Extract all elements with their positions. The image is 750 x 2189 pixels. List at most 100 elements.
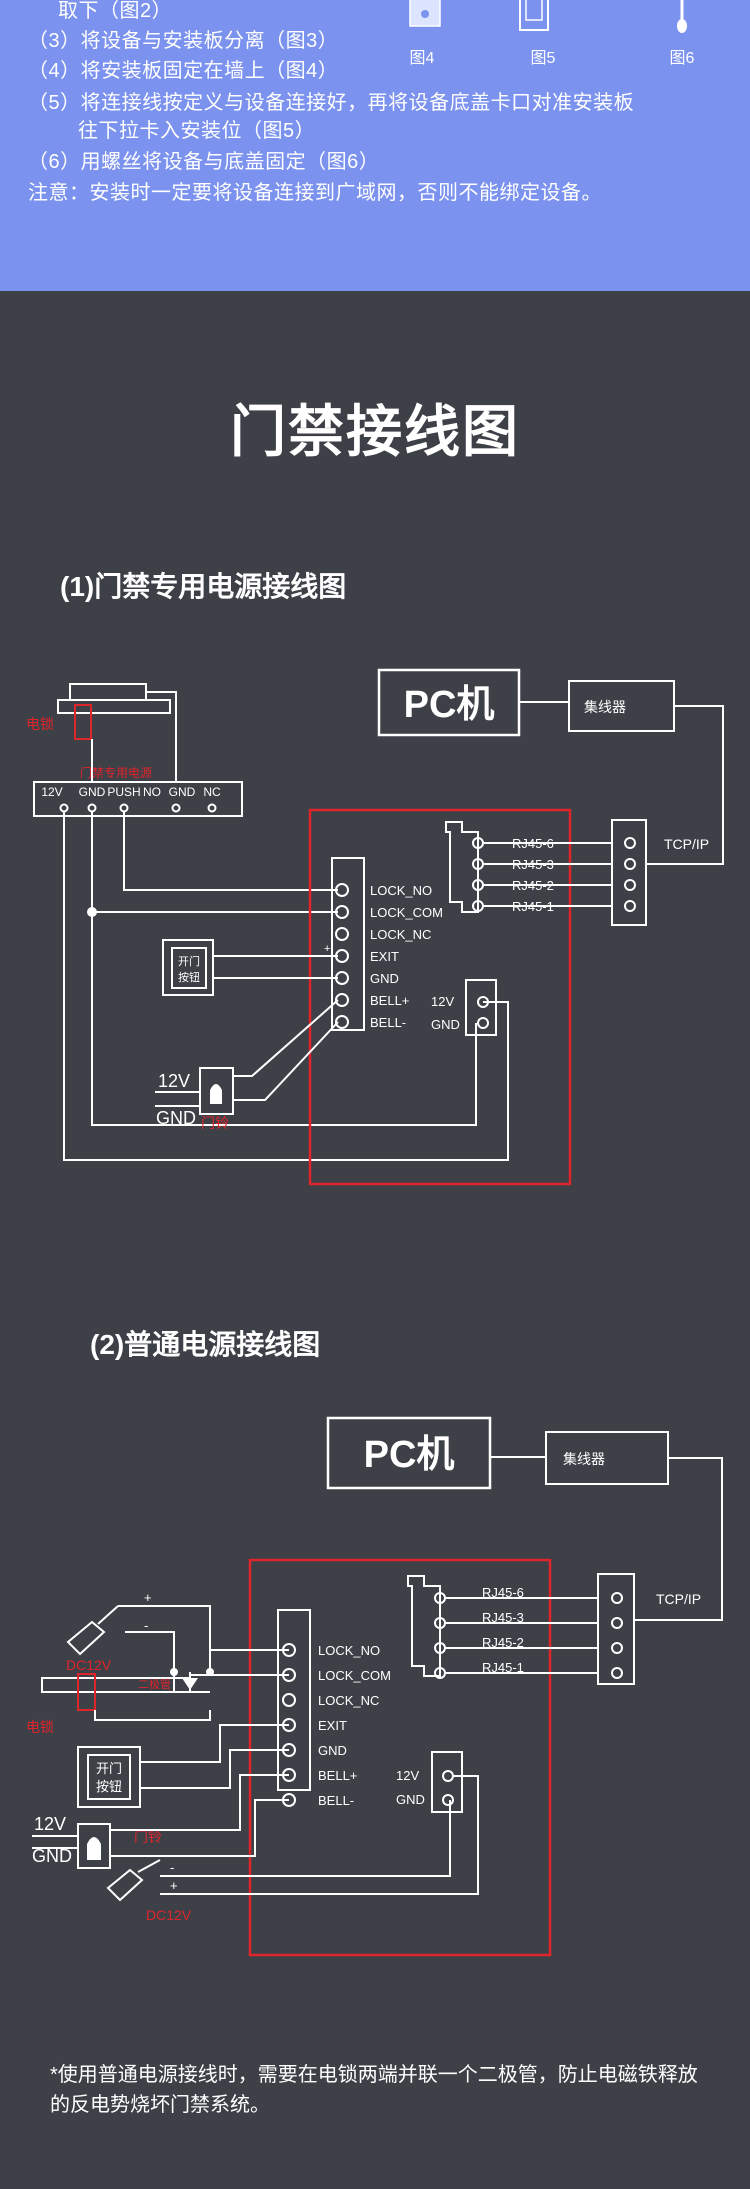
d1-psu-screws [59, 803, 217, 813]
d1-bell-box [199, 1067, 234, 1115]
d1-psu-terminal-6: NC [203, 785, 221, 799]
d1-power-in-12v: 12V [431, 994, 454, 1009]
d1-tcpip-label: TCP/IP [664, 836, 709, 852]
d2-lock-label: 电锁 [26, 1719, 54, 1735]
d1-lock-marker [74, 704, 92, 740]
fig5-plate [525, 0, 543, 21]
installation-steps-section: 取下（图2） （3）将设备与安装板分离（图3） （4）将安装板固定在墙上（图4）… [0, 0, 750, 291]
d2-tcpip-label: TCP/IP [656, 1591, 701, 1607]
d2-dc-top-minus: - [144, 1618, 148, 1633]
d1-terminal-label-2: LOCK_COM [370, 905, 443, 920]
d1-tcpip-block [611, 819, 647, 926]
d1-bell-12v: 12V [158, 1071, 190, 1091]
d1-terminal-label-6: BELL+ [370, 993, 409, 1008]
d1-lock-label: 电锁 [26, 716, 54, 732]
d1-terminal-label-5: GND [370, 971, 399, 986]
fig6-label: 图6 [669, 50, 695, 67]
d1-exit-plus: + [324, 943, 330, 955]
fig5-label: 图5 [530, 50, 556, 67]
d2-terminal-label-1: LOCK_NO [318, 1643, 380, 1658]
d2-diode-label: 二极管 [138, 1677, 171, 1691]
fig4-device [409, 0, 441, 27]
d2-dc-bottom-label: DC12V [146, 1907, 192, 1923]
d2-adapter-bottom [106, 1868, 144, 1902]
d1-psu-terminal-3: PUSH [107, 785, 140, 799]
fig6-handle [677, 19, 687, 33]
page-title: 门禁接线图 [230, 400, 520, 463]
d2-terminal-label-3: LOCK_NC [318, 1693, 379, 1708]
d1-pc-label: PC机 [404, 684, 495, 726]
d1-terminal-label-4: EXIT [370, 949, 399, 964]
d2-pc-box [326, 1416, 492, 1490]
footnote: *使用普通电源接线时，需要在电锁两端并联一个二极管，防止电磁铁释放的反电势烧坏门… [50, 2064, 698, 2116]
d2-rj45-label-1: RJ45-6 [482, 1585, 524, 1600]
install-step-4: （4）将安装板固定在墙上（图4） [28, 60, 339, 82]
install-step-2-tail: 取下（图2） [58, 0, 173, 22]
figure-thumbnails [409, 0, 687, 33]
d1-power-in-gnd: GND [431, 1017, 460, 1032]
d2-exit-button-inner [87, 1754, 131, 1800]
diagram2-title: (2)普通电源接线图 [90, 1329, 321, 1360]
d1-hub-label: 集线器 [584, 699, 626, 715]
d2-power-in-12v: 12V [396, 1768, 419, 1783]
install-note: 注意：安装时一定要将设备连接到广域网，否则不能绑定设备。 [28, 182, 602, 204]
diagram1-wiring: PC机 集线器 电锁 门禁专用电源 12V GND PUSH NO GND NC… [26, 668, 724, 1186]
fig4-screw [421, 10, 429, 18]
d1-psu-terminal-1: 12V [41, 785, 62, 799]
d2-terminal-label-7: BELL- [318, 1793, 354, 1808]
d1-terminal-label-1: LOCK_NO [370, 883, 432, 898]
d1-exit-button-text-2: 按钮 [178, 970, 200, 984]
d1-terminal-label-3: LOCK_NC [370, 927, 431, 942]
d2-dc-bottom-plus: + [170, 1878, 178, 1893]
d2-diode-symbol [182, 1678, 198, 1690]
d1-exit-button-outer [162, 939, 214, 996]
d1-psu-block [33, 781, 243, 817]
d1-lock-bracket [69, 683, 147, 701]
d1-bell-icon [210, 1084, 222, 1104]
d2-rj45-label-3: RJ45-2 [482, 1635, 524, 1650]
d2-dc-bottom-minus: - [170, 1860, 174, 1875]
d2-terminal-strip [277, 1609, 311, 1791]
d2-lock-marker [77, 1673, 96, 1711]
d2-controller-outline [248, 1558, 552, 1957]
d1-bell-label: 门铃 [201, 1115, 229, 1131]
install-step-5-cont: 往下拉卡入安装位（图5） [78, 120, 316, 142]
d2-terminal-labels: LOCK_NO LOCK_COM LOCK_NC EXIT GND BELL+ … [318, 1643, 391, 1808]
d2-exit-button-text-1: 开门 [96, 1761, 122, 1776]
d1-rj45-labels: RJ45-6 RJ45-3 RJ45-2 RJ45-1 [512, 836, 554, 914]
d2-bell-label: 门铃 [134, 1829, 162, 1845]
d2-dc-top-label: DC12V [66, 1657, 112, 1673]
diagram2-wiring: PC机 集线器 LOCK_NO LOCK_COM LOCK_NC EXIT GN… [26, 1416, 723, 1957]
d2-terminal-label-5: GND [318, 1743, 347, 1758]
d2-rj45-label-4: RJ45-1 [482, 1660, 524, 1675]
d1-psu-terminal-5: GND [169, 785, 196, 799]
d2-rj45-labels: RJ45-6 RJ45-3 RJ45-2 RJ45-1 [482, 1585, 524, 1675]
d2-terminal-label-4: EXIT [318, 1718, 347, 1733]
d2-terminal-label-2: LOCK_COM [318, 1668, 391, 1683]
fig5-device [519, 0, 549, 31]
d2-exit-button-text-2: 按钮 [96, 1779, 122, 1794]
install-step-6: （6）用螺丝将设备与底盖固定（图6） [28, 151, 380, 173]
d2-terminal-label-6: BELL+ [318, 1768, 357, 1783]
d1-psu-terminals: 12V GND PUSH NO GND NC [41, 785, 221, 799]
wiring-section [0, 291, 750, 2189]
d2-bell-12v: 12V [34, 1814, 66, 1834]
d2-dc-top-plus: + [144, 1590, 152, 1605]
fig4-label: 图4 [409, 50, 435, 67]
d2-hub-label: 集线器 [563, 1451, 605, 1467]
d2-rj45-label-2: RJ45-3 [482, 1610, 524, 1625]
install-step-5: （5）将连接线按定义与设备连接好，再将设备底盖卡口对准安装板 [28, 92, 635, 114]
d1-terminal-label-7: BELL- [370, 1015, 406, 1030]
d2-power-in-block [431, 1751, 463, 1813]
d2-bell-box [77, 1823, 111, 1869]
d2-bell-gnd: GND [32, 1846, 72, 1866]
d1-terminal-labels: LOCK_NO LOCK_COM LOCK_NC EXIT GND BELL+ … [370, 883, 443, 1030]
install-step-3: （3）将设备与安装板分离（图3） [28, 30, 339, 52]
d2-adapter-top [66, 1620, 106, 1656]
d1-power-in-block [465, 979, 497, 1036]
d1-controller-outline [308, 808, 572, 1186]
d1-psu-terminal-2: GND [79, 785, 106, 799]
d2-power-in-gnd: GND [396, 1792, 425, 1807]
d1-psu-label: 门禁专用电源 [80, 765, 152, 780]
d2-bell-icon [87, 1837, 101, 1860]
